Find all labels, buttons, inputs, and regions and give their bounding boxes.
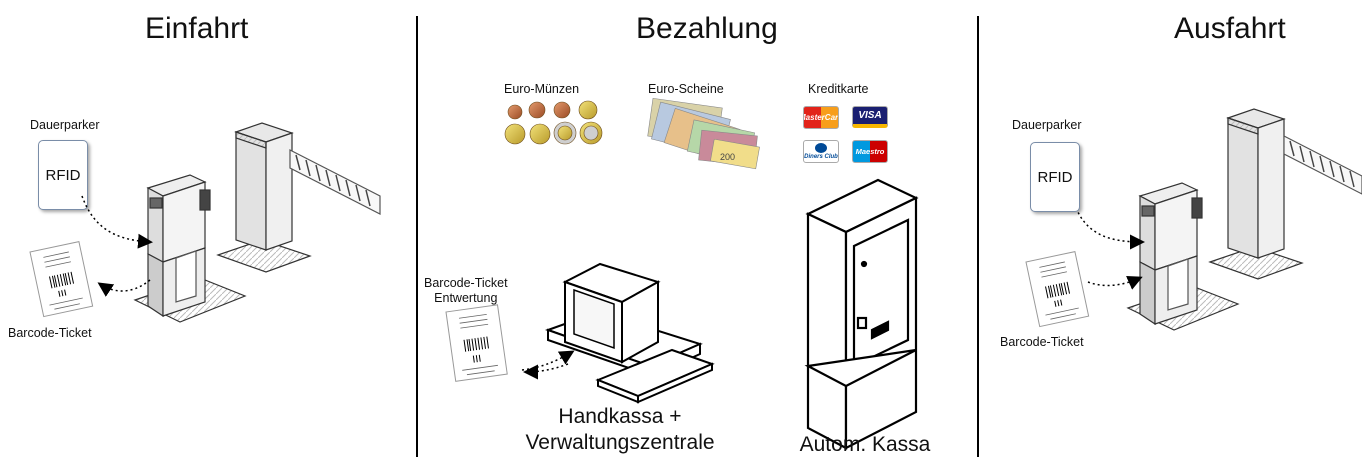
- coins-image: [504, 100, 603, 145]
- banknote-denomination: 200: [720, 152, 735, 162]
- entry-rfid-card: RFID: [38, 140, 88, 210]
- entry-barcode-ticket-label: Barcode-Ticket: [8, 326, 92, 340]
- section-title-payment: Bezahlung: [636, 12, 778, 45]
- credit-card-label: Kreditkarte: [808, 82, 869, 96]
- exit-barcode-ticket: [1025, 251, 1090, 328]
- exit-barrier: [1208, 108, 1362, 280]
- ticket-validation-label: Barcode-Ticket Entwertung: [424, 276, 508, 306]
- ticket-validation-line1: Barcode-Ticket: [424, 276, 508, 290]
- diners-logo: Diners Club: [803, 140, 839, 163]
- entry-ticket-machine: [133, 174, 247, 323]
- exit-rfid-arrow: [1075, 207, 1145, 250]
- entry-ticket-arrow: [97, 279, 151, 297]
- handkassa-line2: Verwaltungszentrale: [525, 431, 715, 454]
- entry-dauerparker-label: Dauerparker: [30, 118, 100, 132]
- mastercard-logo: MasterCard: [803, 106, 839, 129]
- divider-right: [977, 16, 979, 457]
- exit-rfid-label: RFID: [1037, 168, 1073, 186]
- section-title-exit: Ausfahrt: [1174, 12, 1286, 45]
- entry-rfid-label: RFID: [45, 166, 81, 184]
- diners-logo-text: Diners Club: [804, 154, 838, 160]
- visa-logo: VISA: [852, 106, 888, 128]
- validation-arrow-in: [521, 350, 575, 371]
- visa-logo-text: VISA: [858, 110, 882, 121]
- mastercard-logo-text: MasterCard: [804, 113, 839, 122]
- exit-rfid-card: RFID: [1030, 142, 1080, 212]
- banknotes-image: [647, 97, 760, 170]
- handkassa-line1: Handkassa +: [558, 405, 682, 428]
- coins-label: Euro-Münzen: [504, 82, 580, 96]
- divider-left: [416, 16, 418, 457]
- banknotes-label: Euro-Scheine: [648, 82, 724, 96]
- diners-circle-icon: [815, 143, 827, 153]
- exit-dauerparker-label: Dauerparker: [1012, 118, 1082, 132]
- exit-barcode-ticket-label: Barcode-Ticket: [1000, 335, 1084, 349]
- ticket-validation-line2: Entwertung: [434, 291, 498, 305]
- maestro-logo: Maestro: [852, 140, 888, 163]
- exit-ticket-arrow: [1087, 276, 1143, 290]
- handkassa-label: Handkassa + Verwaltungszentrale: [510, 404, 730, 456]
- exit-ticket-machine: [1126, 182, 1240, 331]
- auto-kassa-machine: [804, 178, 919, 450]
- handkassa-computer: [545, 262, 715, 404]
- entry-barrier: [216, 122, 381, 273]
- entry-barcode-ticket: [29, 241, 94, 318]
- maestro-logo-text: Maestro: [855, 147, 885, 156]
- auto-kassa-label: Autom. Kassa: [799, 433, 931, 456]
- validation-ticket: [445, 304, 508, 382]
- entry-rfid-arrow: [81, 195, 153, 249]
- section-title-entry: Einfahrt: [145, 12, 249, 45]
